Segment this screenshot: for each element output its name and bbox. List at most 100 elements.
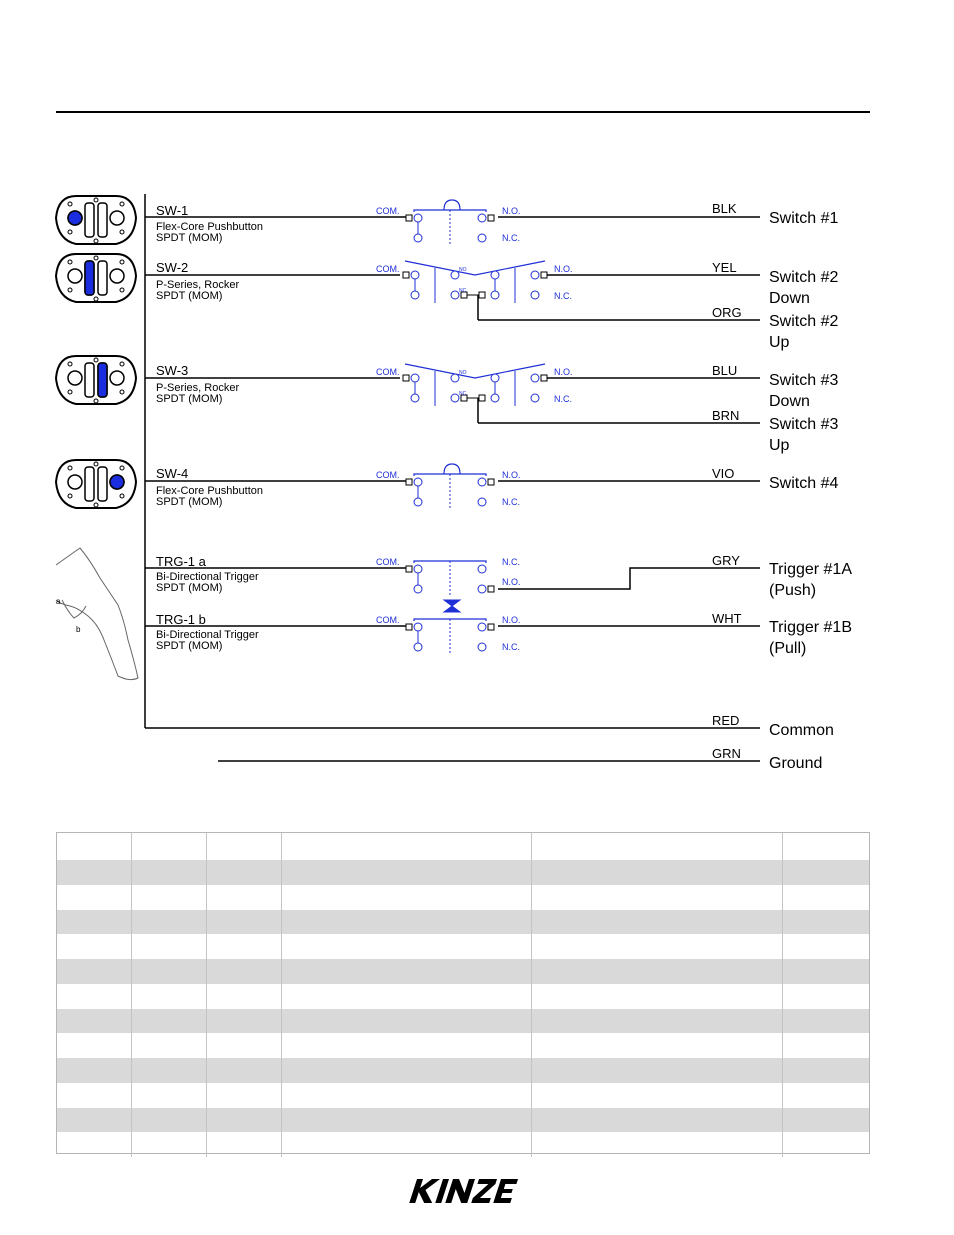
table-cell <box>783 1132 869 1157</box>
wire-code-wht: WHT <box>712 611 742 626</box>
trg1b-type: Bi-Directional Trigger <box>156 629 259 641</box>
output-switch3-up-2: Up <box>769 437 790 454</box>
table-cell <box>282 1082 532 1108</box>
sw1-com-label: COM. <box>376 206 400 216</box>
trg1b-id: TRG-1 b <box>156 612 206 627</box>
table-cell <box>783 1083 869 1108</box>
table-cell <box>57 1008 132 1034</box>
table-cell <box>282 860 532 885</box>
sw3-spec: SPDT (MOM) <box>156 393 222 405</box>
table-cell <box>207 833 282 860</box>
table-row <box>57 1107 869 1133</box>
output-trigger1b-1: Trigger #1B <box>769 619 852 636</box>
table-cell <box>207 1058 282 1083</box>
sw4-type: Flex-Core Pushbutton <box>156 485 263 497</box>
table-cell <box>282 1132 532 1157</box>
table-cell <box>282 983 532 1009</box>
table-cell <box>532 1132 783 1157</box>
wiring-diagram: a b SW-1 Flex-Core Pushbutton SPDT (MOM)… <box>55 111 870 772</box>
table-cell <box>783 984 869 1009</box>
table-cell <box>532 1082 783 1108</box>
table-cell <box>57 1033 132 1058</box>
wire-code-yel: YEL <box>712 260 737 275</box>
sw1-nc-label: N.C. <box>502 233 520 243</box>
sw1-id: SW-1 <box>156 203 188 218</box>
table-cell <box>132 1082 207 1108</box>
trg1b-circuit: TRG-1 b Bi-Directional Trigger SPDT (MOM… <box>145 612 760 653</box>
table-cell <box>57 983 132 1009</box>
table-cell <box>532 833 783 860</box>
output-switch2-up-1: Switch #2 <box>769 313 838 330</box>
handle-sw4-icon <box>55 459 137 509</box>
table-cell <box>783 1058 869 1083</box>
table-cell <box>207 909 282 935</box>
trg1b-no-label: N.O. <box>502 615 521 625</box>
table-cell <box>282 1008 532 1034</box>
sw3-type: P-Series, Rocker <box>156 382 239 394</box>
sw3-nc-label: N.C. <box>554 394 572 404</box>
output-switch3-down-2: Down <box>769 393 810 410</box>
table-cell <box>783 833 869 860</box>
table-row <box>57 959 869 984</box>
table-cell <box>57 884 132 910</box>
output-switch2-up-2: Up <box>769 334 790 351</box>
table-cell <box>57 1058 132 1083</box>
table-cell <box>57 1132 132 1157</box>
sw1-no-label: N.O. <box>502 206 521 216</box>
table-cell <box>132 983 207 1009</box>
sw3-com-label: COM. <box>376 367 400 377</box>
table-cell <box>57 934 132 959</box>
table-cell <box>282 934 532 959</box>
trg1a-id: TRG-1 a <box>156 554 207 569</box>
table-cell <box>132 833 207 860</box>
sw4-com-label: COM. <box>376 470 400 480</box>
sw4-spec: SPDT (MOM) <box>156 496 222 508</box>
trg1a-circuit: TRG-1 a Bi-Directional Trigger SPDT (MOM… <box>145 554 760 595</box>
table-cell <box>282 884 532 910</box>
wire-code-grn: GRN <box>712 746 741 761</box>
table-cell <box>783 934 869 959</box>
table-cell <box>532 860 783 885</box>
table-cell <box>783 910 869 935</box>
table-cell <box>132 884 207 910</box>
wire-code-vio: VIO <box>712 466 734 481</box>
table-cell <box>57 860 132 885</box>
table-cell <box>132 1132 207 1157</box>
table-cell <box>207 1033 282 1058</box>
sw3-circuit: SW-3 P-Series, Rocker SPDT (MOM) COM. N.… <box>145 363 760 424</box>
trigger-link <box>442 599 462 613</box>
table-cell <box>57 909 132 935</box>
table-cell <box>207 1132 282 1157</box>
sw4-circuit: SW-4 Flex-Core Pushbutton SPDT (MOM) COM… <box>145 463 760 509</box>
table-cell <box>532 1008 783 1034</box>
wire-code-red: RED <box>712 713 739 728</box>
table-cell <box>207 1008 282 1034</box>
trg1a-nc-label: N.C. <box>502 557 520 567</box>
table-row <box>57 1132 869 1157</box>
table-row <box>57 884 869 910</box>
handle-sw3-icon <box>55 355 137 405</box>
sw2-nc-small: NC <box>459 288 467 294</box>
table-cell <box>207 860 282 885</box>
table-cell <box>532 884 783 910</box>
table-cell <box>783 885 869 910</box>
output-switch2-down-1: Switch #2 <box>769 269 838 286</box>
output-switch1: Switch #1 <box>769 210 838 227</box>
wire-code-brn: BRN <box>712 408 739 423</box>
table-cell <box>132 860 207 885</box>
output-ground: Ground <box>769 755 822 772</box>
wire-code-org: ORG <box>712 305 742 320</box>
trg1a-type: Bi-Directional Trigger <box>156 571 259 583</box>
trg1a-com-label: COM. <box>376 557 400 567</box>
wire-code-gry: GRY <box>712 553 740 568</box>
sw3-no-small: NO <box>459 370 467 376</box>
spec-table <box>56 832 870 1157</box>
table-cell <box>532 1058 783 1083</box>
wire-code-blu: BLU <box>712 363 737 378</box>
table-cell <box>282 909 532 935</box>
output-trigger1a-2: (Push) <box>769 582 816 599</box>
table-row <box>57 983 869 1009</box>
table-cell <box>57 959 132 984</box>
table-cell <box>57 1082 132 1108</box>
table-cell <box>532 934 783 959</box>
